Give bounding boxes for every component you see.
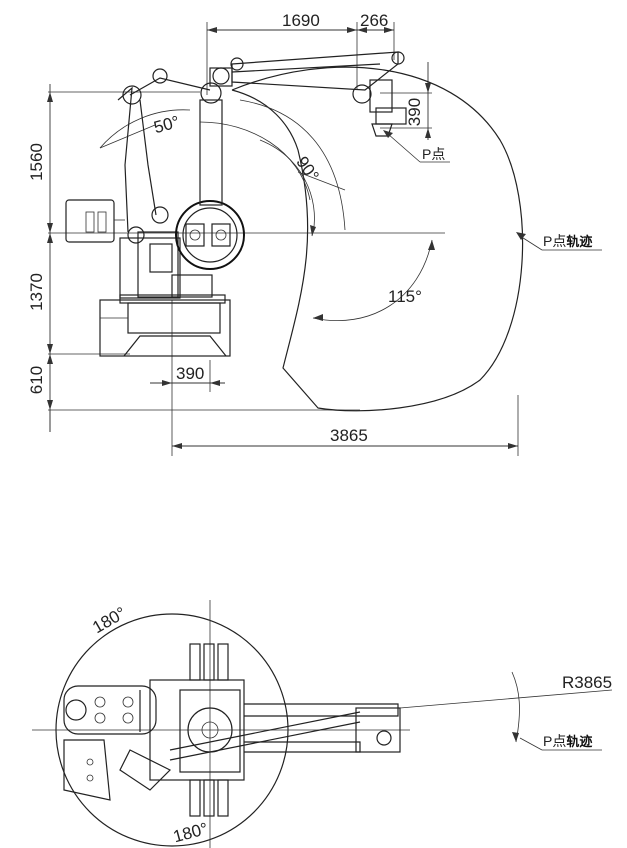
angle-arcs [99,109,435,322]
label-p-track-prefix: P点 [543,233,566,249]
dim-wrist-drop: 390 [405,98,424,126]
top-base-plate [63,739,111,801]
vertical-dimension-line [47,84,53,432]
upper-arm [199,67,233,206]
top-arm [169,703,401,761]
reach-dimension-line [172,443,518,449]
top-view: 180° 180° R3865 P点轨迹 [32,600,612,848]
robot-base [99,294,231,357]
wrist-dimension-line [425,62,431,140]
p-track-leader [516,232,602,251]
radius-arc [511,671,520,743]
dim-height-mid: 1370 [27,273,46,311]
main-joint [175,200,245,270]
angle-50: 50° [152,112,182,137]
dim-reach-top: 1690 [282,11,320,30]
top-motor-stacks [189,643,229,817]
forearm [230,51,405,91]
label-p-track-bold: 轨迹 [566,234,592,250]
dim-height-base: 610 [27,366,46,394]
robot-body [119,231,213,299]
top-label-p-track-prefix: P点 [543,733,566,749]
label-radius: R3865 [562,673,612,692]
dim-wrist-offset: 266 [360,11,388,30]
radius-leader [399,689,613,709]
top-angle-bottom: 180° [171,819,210,846]
base-dimension-line [150,380,225,386]
dim-height-upper: 1560 [27,143,46,181]
side-view: 1690 266 390 1560 1370 610 390 3865 50° … [27,11,602,456]
label-p-point: P点 [422,146,445,162]
top-label-p-track-bold: 轨迹 [566,734,592,750]
top-dimension-line [207,27,394,33]
label-p-track: P点轨迹 [543,233,592,250]
motor-pack [65,199,125,243]
dim-reach-total: 3865 [330,426,368,445]
workspace-envelope [199,66,524,412]
rear-linkage [117,68,211,244]
top-motor [63,685,157,735]
top-body [119,679,245,791]
top-label-p-track: P点轨迹 [543,733,592,750]
dim-base-offset: 390 [176,364,204,383]
p-point-leader [383,130,450,163]
reference-lines [48,22,519,456]
angle-115: 115° [388,287,422,306]
